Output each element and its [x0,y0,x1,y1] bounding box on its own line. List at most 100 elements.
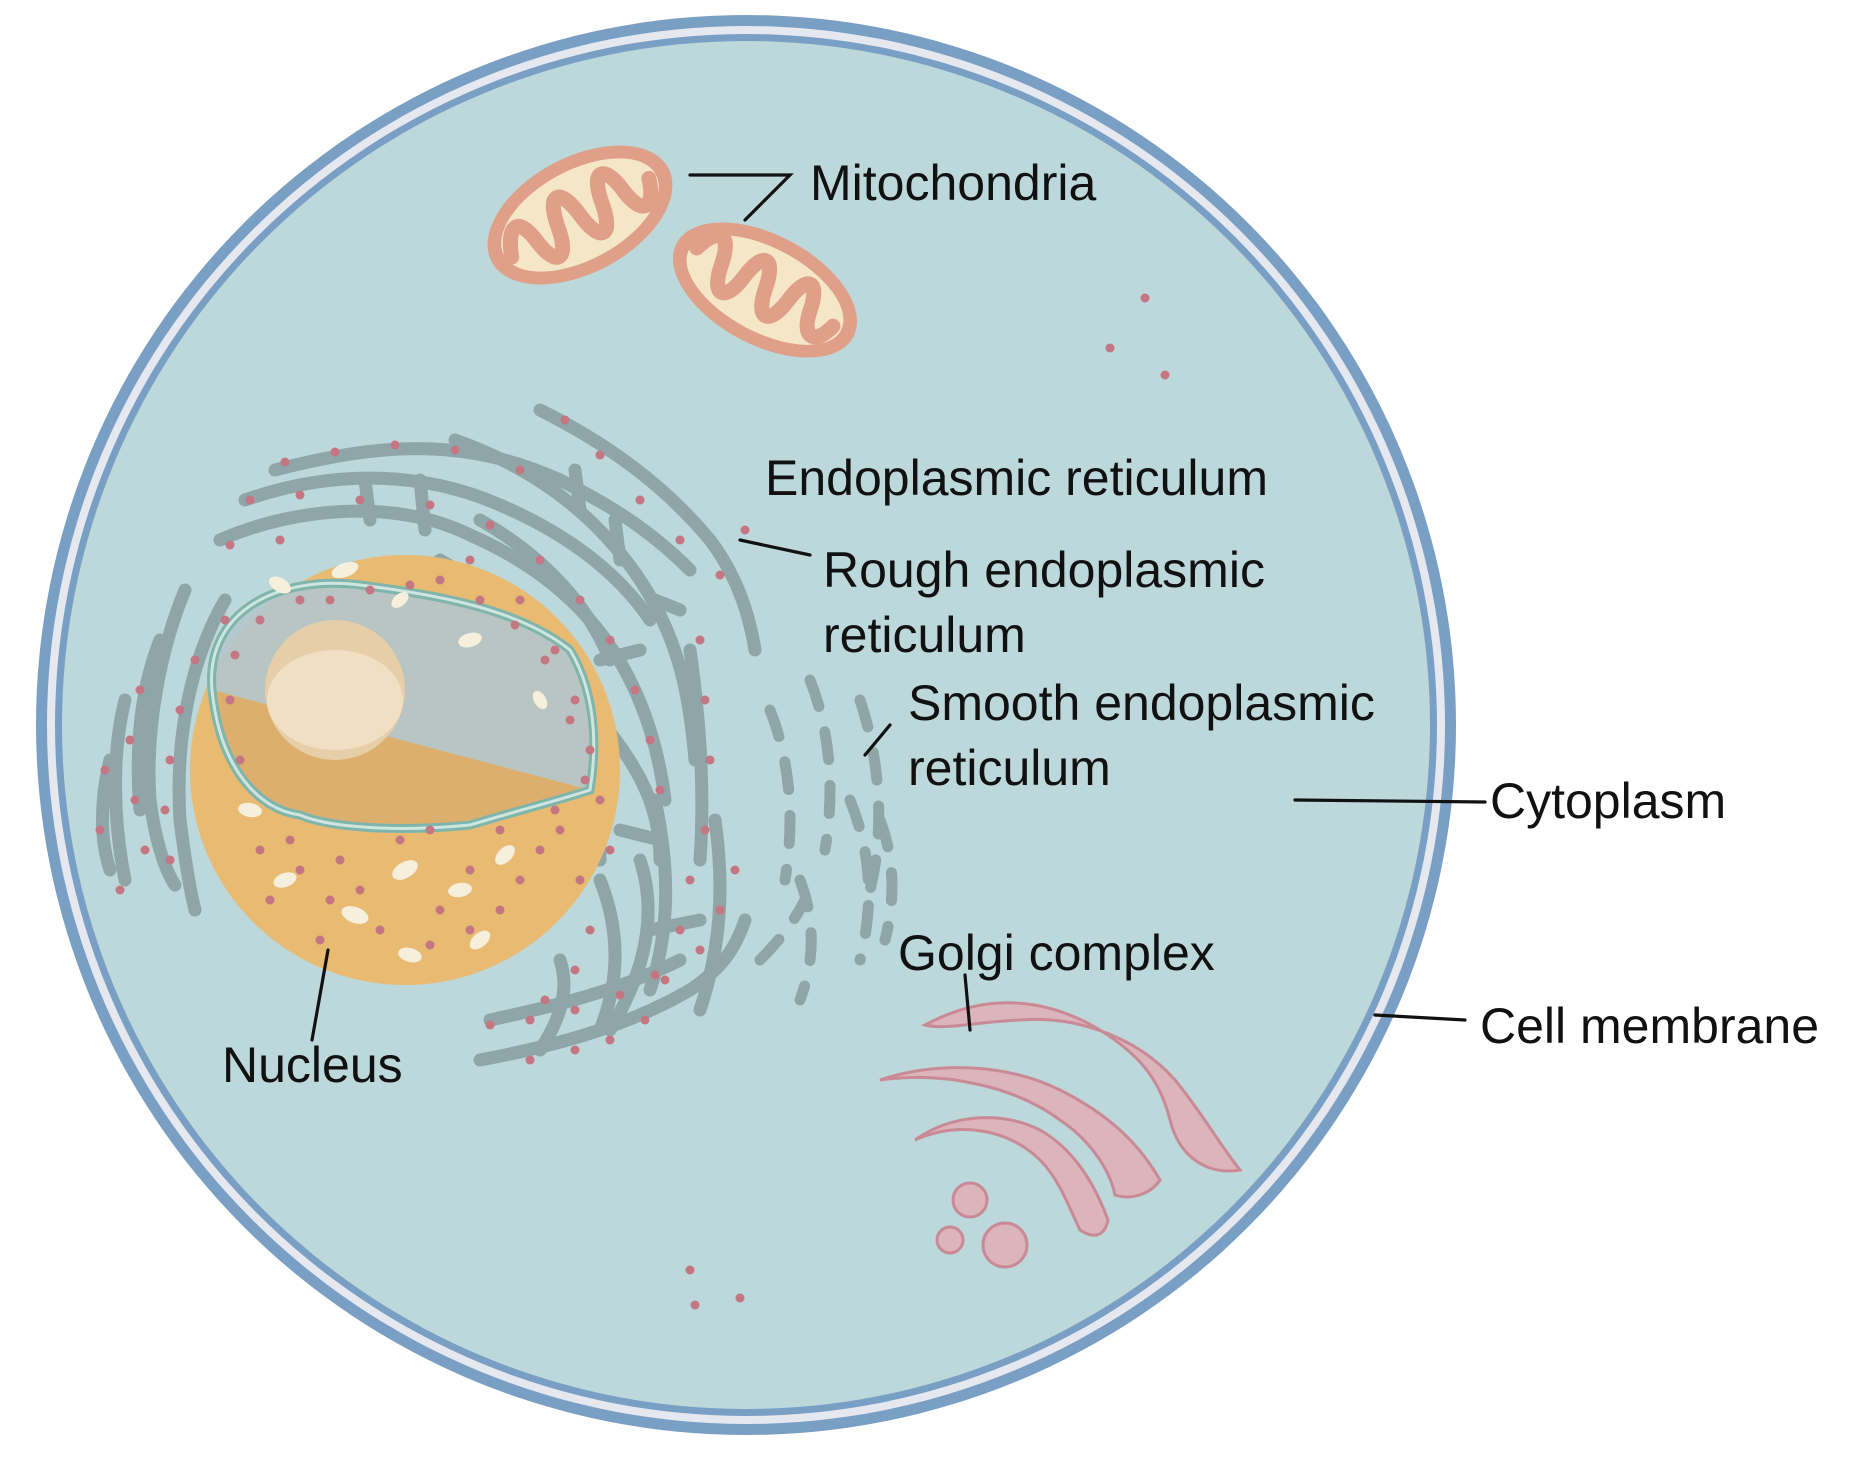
ribosome [685,1265,695,1275]
ribosome [315,935,325,945]
ribosome [660,975,670,985]
ribosome [225,695,235,705]
ribosome [395,835,405,845]
ribosome [695,635,705,645]
ribosome [435,905,445,915]
leader-cytoplasm [1293,798,1487,804]
ribosome [125,735,135,745]
ribosome [730,865,740,875]
ribosome [515,595,525,605]
ribosome [255,615,265,625]
label-rough-er-line2: reticulum [823,607,1026,663]
leader-golgi [963,973,972,1032]
ribosome [140,845,150,855]
ribosome [645,735,655,745]
label-endoplasmic-reticulum: Endoplasmic reticulum [765,450,1268,506]
ribosome [685,875,695,885]
ribosome [550,805,560,815]
ribosome [570,695,580,705]
ribosome [1140,293,1150,303]
label-cell-membrane: Cell membrane [1480,998,1819,1054]
label-smooth-er-line2: reticulum [908,740,1111,796]
ribosome [465,925,475,935]
ribosome [495,825,505,835]
ribosome [705,755,715,765]
label-smooth-er-line1: Smooth endoplasmic [908,675,1375,731]
ribosome [475,595,485,605]
ribosome [525,1055,535,1065]
leader-smooth-er [863,723,892,757]
ribosome [325,595,335,605]
ribosome [220,615,230,625]
ribosome [605,845,615,855]
ribosome [190,655,200,665]
ribosome [275,535,285,545]
ribosome [605,1035,615,1045]
ribosome [465,555,475,565]
ribosome [560,415,570,425]
ribosome [130,795,140,805]
cytoplasm [62,41,1430,1409]
ribosome [690,1300,700,1310]
ribosome [450,445,460,455]
ribosome [230,650,240,660]
ribosome [565,715,575,725]
ribosome [365,585,375,595]
ribosome [135,685,145,695]
ribosome [575,595,585,605]
ribosome [160,805,170,815]
ribosome [425,500,435,510]
ribosomes [95,293,1170,1310]
ribosome [615,990,625,1000]
leader-lines [310,173,1487,1042]
ribosome [245,495,255,505]
ribosome [535,555,545,565]
ribosome [515,465,525,475]
ribosome [525,1015,535,1025]
ribosome [650,970,660,980]
ribosome [655,785,665,795]
ribosome [595,450,605,460]
ribosome [255,845,265,855]
ribosome [225,540,235,550]
ribosome [700,695,710,705]
ribosome [295,865,305,875]
label-mitochondria: Mitochondria [810,155,1096,211]
ribosome [570,1005,580,1015]
ribosome [675,535,685,545]
ribosome [555,825,565,835]
ribosome [465,865,475,875]
label-rough-er-line1: Rough endoplasmic [823,542,1265,598]
ribosome [715,570,725,580]
ribosome [325,895,335,905]
ribosome [165,755,175,765]
ribosome [95,825,105,835]
ribosome [640,1015,650,1025]
label-nucleus: Nucleus [222,1037,403,1093]
ribosome [1160,370,1170,380]
ribosome [165,855,175,865]
ribosome [630,685,640,695]
golgi-complex [879,1001,1243,1269]
ribosome [535,845,545,855]
ribosome [580,775,590,785]
ribosome [335,855,345,865]
ribosome [375,925,385,935]
leader-mitochondria [688,173,794,222]
mitochondrion [673,222,857,358]
ribosome [295,595,305,605]
ribosome [285,835,295,845]
ribosome [355,885,365,895]
ribosome [425,940,435,950]
label-golgi-complex: Golgi complex [898,925,1215,981]
label-cytoplasm: Cytoplasm [1490,773,1726,829]
ribosome [585,745,595,755]
ribosome [115,885,125,895]
smooth-endoplasmic-reticulum [754,674,898,1006]
ribosome [635,495,645,505]
ribosome [695,945,705,955]
ribosome [355,495,365,505]
ribosome [280,457,290,467]
